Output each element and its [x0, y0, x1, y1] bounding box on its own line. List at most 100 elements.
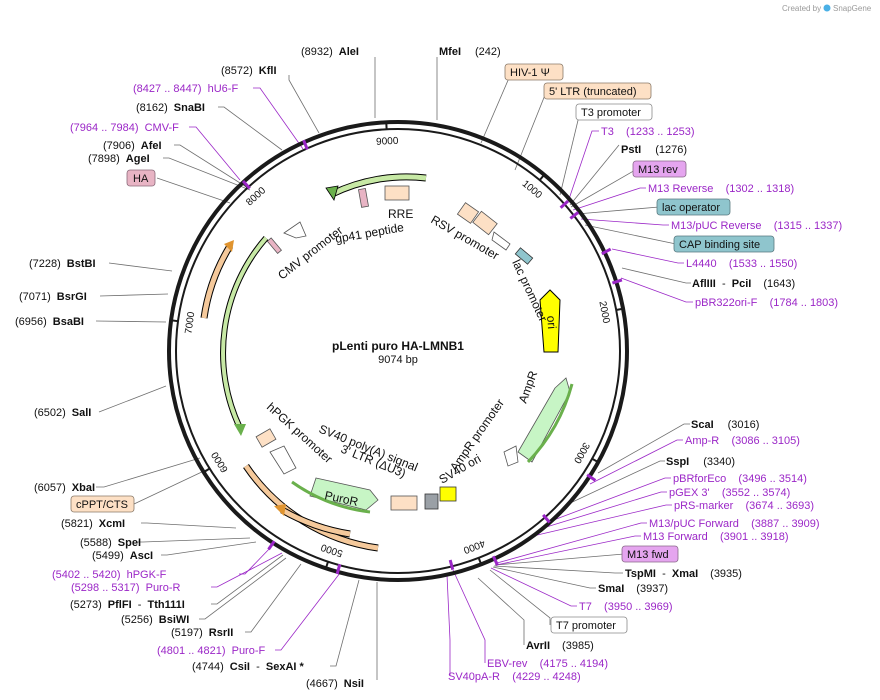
primer-t7[interactable]: T7 (3950 .. 3969): [579, 601, 673, 613]
ha-box: [266, 237, 283, 254]
bottom-arc-2-arrowhead: [274, 504, 286, 516]
site-snabi[interactable]: (8162)SnaBI: [136, 102, 205, 114]
site-bsiwi[interactable]: (5256)BsiWI: [121, 614, 189, 626]
site-alei[interactable]: (8932)AleI: [301, 46, 359, 58]
site-mfei[interactable]: MfeI(242): [439, 46, 501, 58]
feature-ha[interactable]: HA: [126, 169, 156, 187]
site-afei[interactable]: (7906)AfeI: [103, 140, 162, 152]
site-spei[interactable]: (5588)SpeI: [80, 537, 141, 549]
m13-rev-box: [632, 160, 687, 178]
primer-pbr322ori-f[interactable]: pBR322ori-F (1784 .. 1803): [695, 297, 838, 309]
leader-cmv-f: [189, 126, 241, 181]
primer-m13-forward[interactable]: M13 Forward (3901 .. 3918): [643, 531, 789, 543]
gp41-box: [358, 187, 369, 208]
feature-m13-fwd[interactable]: M13 fwd: [621, 545, 679, 563]
snapgene-credit: Created by SnapGene: [782, 4, 872, 13]
ltr3-box: [390, 495, 418, 511]
primer-puro-r[interactable]: (5298 .. 5317) Puro-R: [71, 582, 181, 594]
site-xbai[interactable]: (6057)XbaI: [34, 482, 95, 494]
feature-lac-operator[interactable]: lac operator: [656, 198, 731, 216]
rre-box: [384, 185, 410, 201]
site-avrii[interactable]: AvrII(3985): [526, 640, 594, 652]
tick-1000: [538, 173, 546, 181]
leader-tspmi: [493, 565, 623, 574]
ori-arrow: [539, 289, 561, 353]
cppt-label: cPPT/CTS: [76, 499, 128, 511]
leader-puro-r: [211, 552, 283, 588]
primer-hpgk-f[interactable]: (5402 .. 5420) hPGK-F: [52, 569, 167, 581]
primer-l4440[interactable]: L4440 (1533 .. 1550): [686, 258, 797, 270]
leader-afliii: [621, 267, 691, 284]
leader-m13-rev: [570, 168, 638, 208]
leader-sspi: [565, 460, 665, 506]
site-sali[interactable]: (6502)SalI: [34, 407, 91, 419]
puror-arc: [291, 480, 371, 514]
site-agei[interactable]: (7898)AgeI: [88, 153, 150, 165]
leader-hiv1-psi: [480, 70, 513, 144]
site-sspi[interactable]: SspI(3340): [666, 456, 735, 468]
site-afliii[interactable]: AflIII - PciI(1643): [692, 278, 795, 290]
primer-pgex3[interactable]: pGEX 3' (3552 .. 3574): [669, 487, 790, 499]
ltr5-box: [543, 82, 652, 100]
cds-arrowhead: [234, 424, 246, 436]
primer-puro-f[interactable]: (4801 .. 4821) Puro-F: [157, 645, 266, 657]
m13-reverse-mark: [569, 211, 580, 220]
feature-cppt[interactable]: cPPT/CTS: [70, 495, 135, 513]
primer-labels: (8427 .. 8447) hU6-F (7964 .. 7984) CMV-…: [52, 83, 842, 683]
feature-hiv1-psi[interactable]: HIV-1 Ψ: [504, 63, 564, 81]
leader-rsrii: [245, 563, 302, 633]
primer-m13-puc-reverse[interactable]: M13/pUC Reverse (1315 .. 1337): [671, 220, 842, 232]
site-bsrgi[interactable]: (7071)BsrGI: [19, 291, 87, 303]
site-pflfi[interactable]: (5273)PflFI - Tth111I: [70, 599, 185, 611]
leader-hu6-f: [253, 87, 304, 150]
leader-pgex3: [542, 491, 667, 529]
primer-m13-reverse[interactable]: M13 Reverse (1302 .. 1318): [648, 183, 794, 195]
site-asci[interactable]: (5499)AscI: [92, 550, 153, 562]
primer-prs-marker[interactable]: pRS-marker (3674 .. 3693): [674, 500, 814, 512]
tick-label-5000: 5000: [319, 541, 344, 559]
primer-pbrforeco[interactable]: pBRforEco (3496 .. 3514): [673, 473, 807, 485]
rre-arrowhead: [325, 185, 339, 201]
tick-4000: [477, 557, 483, 566]
site-psti[interactable]: PstI(1276): [621, 144, 687, 156]
site-xcmi[interactable]: (5821)XcmI: [61, 518, 125, 530]
leader-m13-puc-reverse: [580, 218, 669, 226]
t7-promoter-label: T7 promoter: [556, 620, 616, 632]
feature-t7-promoter[interactable]: T7 promoter: [550, 616, 628, 634]
leader-xcmi: [141, 522, 237, 529]
site-nsii[interactable]: (4667)NsiI: [306, 678, 364, 690]
primer-t3[interactable]: T3 (1233 .. 1253): [601, 126, 695, 138]
ampr-label: AmpR: [516, 369, 541, 405]
t3-promoter-label: T3 promoter: [581, 107, 641, 119]
leader-m13-reverse: [572, 187, 646, 211]
site-csii[interactable]: (4744)CsiI - SexAI *: [192, 661, 305, 673]
cap-site-box: [673, 235, 775, 253]
tick-7000: [169, 319, 179, 323]
lac-promoter-label: lac promoter: [509, 257, 550, 323]
feature-m13-rev[interactable]: M13 rev: [632, 160, 687, 178]
site-tspmi[interactable]: TspMI - XmaI(3935): [625, 568, 742, 580]
rsv-arrow: [491, 231, 511, 251]
primer-sv40pa-r[interactable]: SV40pA-R (4229 .. 4248): [448, 671, 581, 683]
site-kfli[interactable]: (8572)KflI: [221, 65, 277, 77]
site-rsrii[interactable]: (5197)RsrII: [171, 627, 233, 639]
primer-cmv-f[interactable]: (7964 .. 7984) CMV-F: [70, 122, 179, 134]
hpgk-f-mark: [267, 540, 276, 551]
primer-m13-puc-forward[interactable]: M13/pUC Forward (3887 .. 3909): [649, 518, 820, 530]
feature-cap-site[interactable]: CAP binding site: [673, 235, 775, 253]
primer-hu6-f[interactable]: (8427 .. 8447) hU6-F: [133, 83, 238, 95]
leader-bsrgi: [99, 293, 169, 297]
ampr-arrow: [517, 377, 571, 463]
site-bstbi[interactable]: (7228)BstBI: [29, 258, 96, 270]
site-smai[interactable]: SmaI(3937): [598, 583, 668, 595]
primer-ebv-rev[interactable]: EBV-rev (4175 .. 4194): [487, 658, 608, 670]
site-bsabi[interactable]: (6956)BsaBI: [15, 316, 84, 328]
primer-amp-r[interactable]: Amp-R (3086 .. 3105): [685, 435, 800, 447]
ha-label: HA: [133, 173, 149, 185]
site-scai[interactable]: ScaI(3016): [691, 419, 759, 431]
leader-asci: [161, 541, 257, 556]
leader-scai: [597, 423, 690, 474]
feature-t3-promoter[interactable]: T3 promoter: [575, 103, 653, 121]
leader-avrii: [477, 577, 525, 645]
feature-5ltr[interactable]: 5' LTR (truncated): [543, 82, 652, 100]
